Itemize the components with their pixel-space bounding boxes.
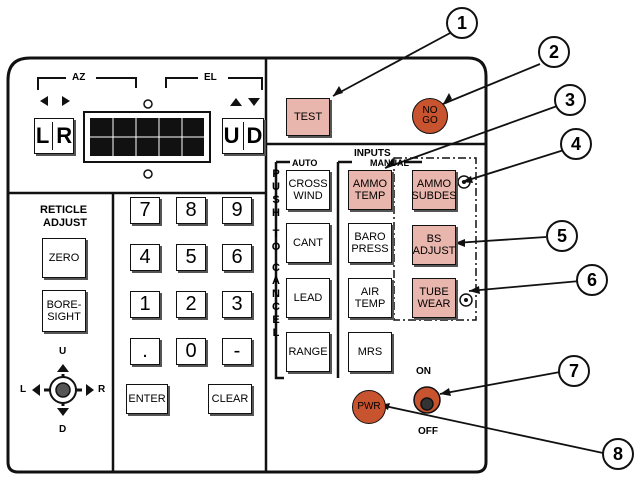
inputs-title: INPUTS xyxy=(354,148,391,159)
key-0[interactable]: 0 xyxy=(176,338,206,365)
key-8[interactable]: 8 xyxy=(176,197,206,224)
pwr-lamp: PWR xyxy=(352,390,386,424)
on-label: ON xyxy=(416,366,431,377)
nogo-lamp: NO GO xyxy=(412,98,448,134)
cant-button[interactable]: CANT xyxy=(286,223,330,263)
boresight-line2: SIGHT xyxy=(47,311,81,323)
key-1[interactable]: 1 xyxy=(130,291,160,318)
key-5[interactable]: 5 xyxy=(176,244,206,271)
bs-adjust-button[interactable]: BS ADJUST xyxy=(412,225,456,265)
lead-button[interactable]: LEAD xyxy=(286,278,330,318)
key-2[interactable]: 2 xyxy=(176,291,206,318)
auto-label: AUTO xyxy=(292,158,318,168)
callout-1: 1 xyxy=(446,7,478,39)
range-label: RANGE xyxy=(288,346,328,358)
ammo-subdes-line1: AMMO xyxy=(416,178,452,190)
key-3[interactable]: 3 xyxy=(222,291,252,318)
callout-6: 6 xyxy=(576,264,608,296)
key-decimal[interactable]: . xyxy=(130,338,160,365)
crosswind-line1: CROSS xyxy=(288,178,328,190)
reticle-up-label: U xyxy=(59,346,67,357)
enter-button[interactable]: ENTER xyxy=(126,384,168,414)
power-toggle-switch[interactable] xyxy=(412,386,442,416)
az-right-label: R xyxy=(56,123,73,148)
ammo-temp-button[interactable]: AMMO TEMP xyxy=(348,170,392,210)
key-9[interactable]: 9 xyxy=(222,197,252,224)
cant-label: CANT xyxy=(293,237,323,249)
nogo-line1: NO xyxy=(422,105,438,116)
callout-2: 2 xyxy=(538,36,570,68)
baro-press-button[interactable]: BARO PRESS xyxy=(348,223,392,263)
reticle-title-line2: ADJUST xyxy=(43,217,88,229)
enter-label: ENTER xyxy=(128,393,166,405)
reticle-right-label: R xyxy=(98,384,106,395)
push-to-cancel-label: P U S H T O C A N C E L xyxy=(271,168,281,339)
zero-button[interactable]: ZERO xyxy=(42,238,86,278)
crosswind-line2: WIND xyxy=(293,190,323,202)
callout-4: 4 xyxy=(560,128,592,160)
el-down-label: D xyxy=(246,123,263,148)
bs-adjust-line1: BS xyxy=(426,233,442,245)
manual-label: MANUAL xyxy=(370,158,409,168)
el-label: EL xyxy=(204,72,217,83)
tube-wear-line1: TUBE xyxy=(419,286,449,298)
range-button[interactable]: RANGE xyxy=(286,332,330,372)
clear-button[interactable]: CLEAR xyxy=(208,384,252,414)
callout-8: 8 xyxy=(602,438,634,470)
zero-label: ZERO xyxy=(48,252,80,264)
boresight-button[interactable]: BORE- SIGHT xyxy=(42,290,86,332)
crosswind-button[interactable]: CROSS WIND xyxy=(286,170,330,210)
az-label: AZ xyxy=(72,72,86,83)
baro-press-line1: BARO xyxy=(354,231,386,243)
callout-7: 7 xyxy=(558,355,590,387)
mrs-button[interactable]: MRS xyxy=(348,332,392,372)
bs-adjust-line2: ADJUST xyxy=(412,245,456,257)
air-temp-line1: AIR xyxy=(360,286,380,298)
callout-3: 3 xyxy=(554,84,586,116)
tube-wear-line2: WEAR xyxy=(417,298,451,310)
ammo-temp-line2: TEMP xyxy=(354,190,386,202)
pwr-label: PWR xyxy=(357,401,381,412)
reticle-joystick[interactable] xyxy=(48,374,78,406)
baro-press-line2: PRESS xyxy=(351,243,389,255)
reticle-title-line1: RETICLE xyxy=(40,204,88,216)
air-temp-line2: TEMP xyxy=(354,298,386,310)
key-7[interactable]: 7 xyxy=(130,197,160,224)
ammo-subdes-button[interactable]: AMMO SUBDES xyxy=(411,170,457,210)
reticle-down-label: D xyxy=(59,424,67,435)
ammo-temp-line1: AMMO xyxy=(352,178,388,190)
key-minus[interactable]: - xyxy=(222,338,252,365)
test-label: TEST xyxy=(293,111,323,123)
mrs-label: MRS xyxy=(357,346,383,358)
reticle-left-label: L xyxy=(20,384,27,395)
nogo-line2: GO xyxy=(422,115,438,126)
lead-label: LEAD xyxy=(293,292,323,304)
key-4[interactable]: 4 xyxy=(130,244,160,271)
az-left-label: L xyxy=(35,123,50,148)
callout-5: 5 xyxy=(546,220,578,252)
air-temp-button[interactable]: AIR TEMP xyxy=(348,278,392,318)
boresight-line1: BORE- xyxy=(46,299,82,311)
off-label: OFF xyxy=(418,426,438,437)
ammo-subdes-line2: SUBDES xyxy=(411,190,457,202)
clear-label: CLEAR xyxy=(211,393,249,405)
el-up-label: U xyxy=(223,123,240,148)
key-6[interactable]: 6 xyxy=(222,244,252,271)
tube-wear-button[interactable]: TUBE WEAR xyxy=(412,278,456,318)
test-button[interactable]: TEST xyxy=(286,98,330,136)
